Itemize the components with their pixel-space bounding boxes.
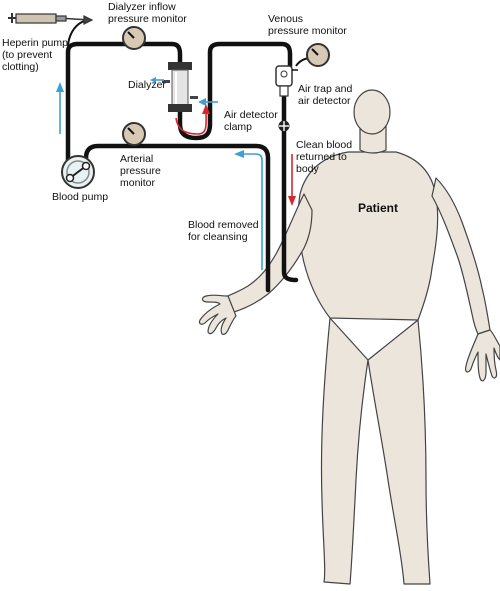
- label-arterial-monitor: Arterial pressure monitor: [120, 153, 161, 189]
- heparin-syringe-icon: [8, 13, 94, 25]
- patient-left-hand: [465, 329, 500, 382]
- label-blood-removed: Blood removed for cleansing: [188, 219, 259, 243]
- patient-head: [353, 89, 391, 135]
- label-blood-pump: Blood pump: [52, 191, 108, 203]
- air-trap-line2: air detector: [298, 95, 351, 107]
- label-heparin-pump: Heperin pump (to prevent clotting): [2, 37, 68, 73]
- blue-arrow-dialyzer-left-icon: [150, 77, 164, 83]
- patient-figure: [198, 89, 500, 585]
- venous-monitor-line2: pressure monitor: [268, 25, 347, 37]
- air-detector-clamp-icon: [278, 120, 290, 132]
- arterial-monitor-line3: monitor: [120, 177, 156, 189]
- arterial-monitor-line1: Arterial: [120, 153, 153, 165]
- blue-arrow-arterial-icon: [234, 150, 263, 270]
- clean-blood-line2: returned to: [296, 151, 347, 163]
- arterial-line: [83, 143, 271, 293]
- flow-arrows: [56, 77, 296, 270]
- venous-monitor-line1: Venous: [268, 13, 303, 25]
- label-patient: Patient: [358, 201, 398, 215]
- blue-arrow-up-left-icon: [56, 82, 64, 134]
- blood-pump-icon: [61, 155, 95, 189]
- dialyzer-inflow-gauge-icon: [122, 26, 146, 50]
- dialyzer-inflow-line1: Dialyzer inflow: [108, 1, 176, 13]
- heparin-pump-line3: clotting): [2, 61, 39, 73]
- heparin-pump-line2: (to prevent: [2, 49, 52, 61]
- patient-left-leg: [320, 317, 369, 585]
- venous-line: [281, 93, 299, 283]
- red-arrow-down-icon: [288, 154, 296, 206]
- blood-removed-line2: for cleansing: [188, 231, 248, 243]
- label-air-trap: Air trap and air detector: [298, 83, 352, 107]
- label-clean-blood: Clean blood returned to body: [296, 139, 352, 175]
- blue-arrow-dialyzer-right-icon: [198, 98, 218, 106]
- dialyzer-inflow-line2: pressure monitor: [108, 13, 187, 25]
- dialyzer-icon: [162, 62, 198, 112]
- label-venous-monitor: Venous pressure monitor: [268, 13, 347, 37]
- arterial-gauge-icon: [122, 122, 146, 146]
- red-arrow-loop-icon: [175, 104, 210, 135]
- patient-torso: [297, 151, 439, 321]
- clean-blood-line3: body: [296, 163, 320, 175]
- patient-right-leg: [367, 319, 431, 585]
- patient-right-hand: [198, 294, 237, 335]
- air-trap-icon: [275, 65, 298, 97]
- label-dialyzer: Dialyzer: [128, 79, 166, 91]
- air-clamp-line2: clamp: [224, 121, 252, 133]
- dialyzer-return-loop: [177, 41, 293, 141]
- label-air-clamp: Air detector clamp: [224, 109, 278, 133]
- label-dialyzer-inflow: Dialyzer inflow pressure monitor: [108, 1, 187, 25]
- heparin-pump-line1: Heperin pump: [2, 37, 68, 49]
- venous-gauge-icon: [295, 43, 330, 67]
- arterial-monitor-line2: pressure: [120, 165, 161, 177]
- clean-blood-line1: Clean blood: [296, 139, 352, 151]
- air-trap-line1: Air trap and: [298, 83, 352, 95]
- air-clamp-line1: Air detector: [224, 109, 278, 121]
- patient-left-arm: [431, 177, 491, 335]
- blood-removed-line1: Blood removed: [188, 219, 259, 231]
